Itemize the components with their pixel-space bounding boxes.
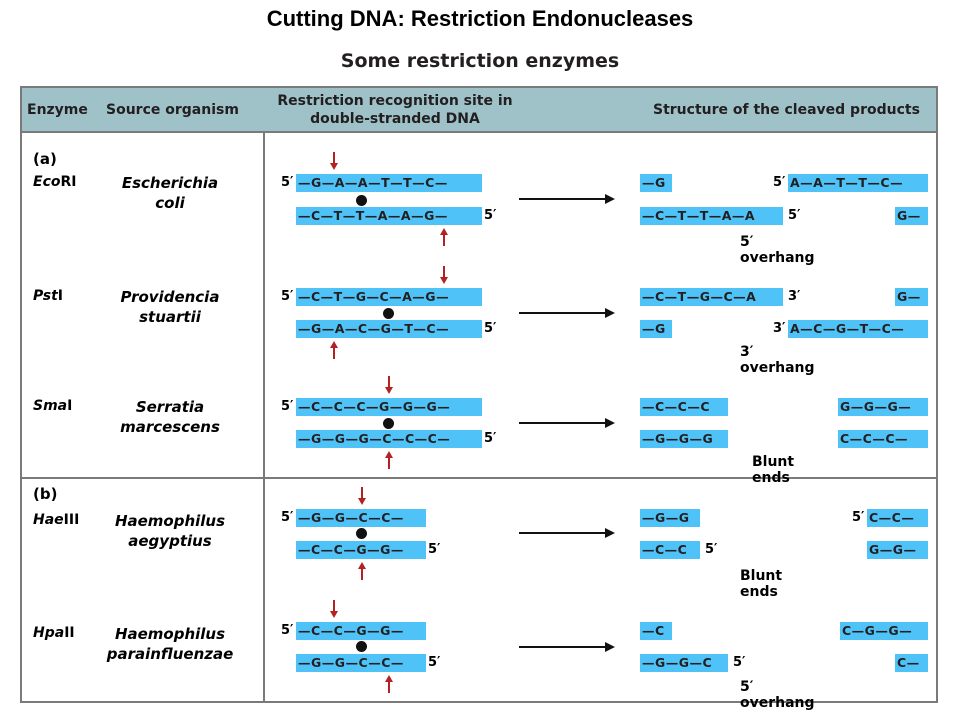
section-divider bbox=[20, 477, 938, 479]
cut-arrow-down-icon bbox=[385, 376, 393, 394]
product-right-bottom: C—C—C— bbox=[838, 430, 928, 448]
site-top-prime: 5′ bbox=[281, 399, 294, 414]
header-recognition-site: Restriction recognition site in double-s… bbox=[270, 92, 520, 128]
site-top-prime: 5′ bbox=[281, 175, 294, 190]
site-top-strand: —C—T—G—C—A—G— bbox=[296, 288, 482, 306]
cut-arrow-down-icon bbox=[358, 487, 366, 505]
product-left-bottom: —G bbox=[640, 320, 672, 338]
site-bottom-strand: —C—C—G—G— bbox=[296, 541, 426, 559]
cut-arrow-down-icon bbox=[440, 266, 448, 284]
product-right-bottom: G— bbox=[895, 207, 928, 225]
product-right-top-prime: 5′ bbox=[852, 510, 865, 525]
product-right-bottom: C— bbox=[895, 654, 928, 672]
reaction-arrow-icon bbox=[519, 308, 615, 318]
product-left-top: —C—C—C bbox=[640, 398, 728, 416]
product-left-top: —G bbox=[640, 174, 672, 192]
product-right-top-prime: 5′ bbox=[773, 175, 786, 190]
reaction-arrow-icon bbox=[519, 194, 615, 204]
symmetry-center-dot bbox=[356, 528, 367, 539]
site-bottom-prime: 5′ bbox=[428, 655, 441, 670]
reaction-arrow-icon bbox=[519, 642, 615, 652]
reaction-arrow-icon bbox=[519, 418, 615, 428]
product-caption: 5′ overhang bbox=[740, 679, 815, 711]
symmetry-center-dot bbox=[356, 195, 367, 206]
site-top-prime: 5′ bbox=[281, 623, 294, 638]
symmetry-center-dot bbox=[383, 418, 394, 429]
site-bottom-prime: 5′ bbox=[428, 542, 441, 557]
cut-arrow-up-icon bbox=[330, 341, 338, 359]
figure-title: Some restriction enzymes bbox=[340, 50, 620, 72]
product-left-bottom-prime: 5′ bbox=[788, 208, 801, 223]
product-right-bottom-prime: 3′ bbox=[773, 321, 786, 336]
table-header bbox=[20, 86, 938, 133]
site-bottom-prime: 5′ bbox=[484, 208, 497, 223]
product-left-top: —C bbox=[640, 622, 672, 640]
column-divider bbox=[263, 133, 265, 703]
product-right-top: C—C— bbox=[867, 509, 928, 527]
product-right-bottom: A—C—G—T—C— bbox=[788, 320, 928, 338]
header-source-organism: Source organism bbox=[106, 102, 239, 118]
product-right-bottom: G—G— bbox=[867, 541, 928, 559]
cut-arrow-up-icon bbox=[440, 228, 448, 246]
site-bottom-prime: 5′ bbox=[484, 321, 497, 336]
product-right-top: A—A—T—T—C— bbox=[788, 174, 928, 192]
site-top-prime: 5′ bbox=[281, 289, 294, 304]
product-left-bottom: —C—C bbox=[640, 541, 700, 559]
symmetry-center-dot bbox=[383, 308, 394, 319]
product-left-bottom: —C—T—T—A—A bbox=[640, 207, 783, 225]
enzyme-name: EcoRI bbox=[33, 174, 77, 190]
cut-arrow-down-icon bbox=[330, 152, 338, 170]
section-label-b: (b) bbox=[33, 485, 58, 503]
product-left-top: —C—T—G—C—A bbox=[640, 288, 783, 306]
product-left-top-prime: 3′ bbox=[788, 289, 801, 304]
header-cleaved-products: Structure of the cleaved products bbox=[653, 102, 920, 118]
product-caption: 5′ overhang bbox=[740, 234, 815, 266]
cut-arrow-up-icon bbox=[385, 451, 393, 469]
site-top-strand: —G—A—A—T—T—C— bbox=[296, 174, 482, 192]
page-title: Cutting DNA: Restriction Endonucleases bbox=[266, 6, 694, 31]
cut-arrow-up-icon bbox=[385, 675, 393, 693]
site-bottom-prime: 5′ bbox=[484, 431, 497, 446]
product-left-bottom: —G—G—G bbox=[640, 430, 728, 448]
header-recognition-site-line2: double-stranded DNA bbox=[310, 111, 480, 127]
product-left-bottom-prime: 5′ bbox=[733, 655, 746, 670]
site-top-strand: —C—C—G—G— bbox=[296, 622, 426, 640]
reaction-arrow-icon bbox=[519, 528, 615, 538]
site-top-prime: 5′ bbox=[281, 510, 294, 525]
cut-arrow-down-icon bbox=[330, 600, 338, 618]
enzyme-name: SmaI bbox=[33, 398, 73, 414]
enzyme-name: HpaII bbox=[33, 625, 75, 641]
product-left-bottom: —G—G—C bbox=[640, 654, 728, 672]
product-left-top: —G—G bbox=[640, 509, 700, 527]
symmetry-center-dot bbox=[356, 641, 367, 652]
product-left-bottom-prime: 5′ bbox=[705, 542, 718, 557]
site-top-strand: —C—C—C—G—G—G— bbox=[296, 398, 482, 416]
enzyme-name: HaeIII bbox=[33, 512, 80, 528]
section-label-a: (a) bbox=[33, 150, 57, 168]
site-bottom-strand: —G—G—C—C— bbox=[296, 654, 426, 672]
product-right-top: C—G—G— bbox=[840, 622, 928, 640]
enzyme-name: PstI bbox=[33, 288, 64, 304]
product-caption: Blunt ends bbox=[752, 454, 795, 486]
header-recognition-site-line1: Restriction recognition site in bbox=[277, 93, 513, 109]
site-top-strand: —G—G—C—C— bbox=[296, 509, 426, 527]
site-bottom-strand: —G—A—C—G—T—C— bbox=[296, 320, 482, 338]
product-right-top: G— bbox=[895, 288, 928, 306]
site-bottom-strand: —G—G—G—C—C—C— bbox=[296, 430, 482, 448]
product-right-top: G—G—G— bbox=[838, 398, 928, 416]
product-caption: Blunt ends bbox=[740, 568, 783, 600]
site-bottom-strand: —C—T—T—A—A—G— bbox=[296, 207, 482, 225]
product-caption: 3′ overhang bbox=[740, 344, 815, 376]
header-enzyme: Enzyme bbox=[27, 102, 88, 118]
cut-arrow-up-icon bbox=[358, 562, 366, 580]
